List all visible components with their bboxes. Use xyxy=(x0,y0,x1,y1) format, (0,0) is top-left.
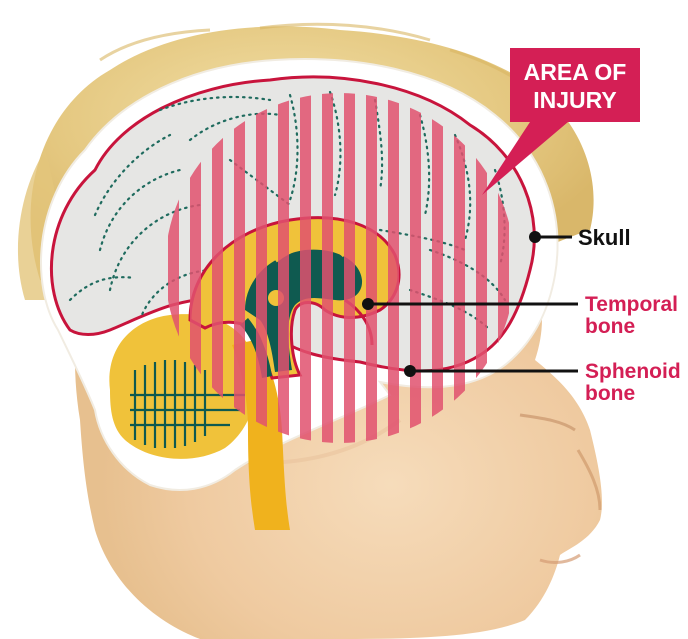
temporal-label-line-1: Temporal xyxy=(585,293,678,316)
callout-line-1: AREA OF xyxy=(524,59,627,85)
injury-stripe xyxy=(344,90,355,450)
injury-stripe xyxy=(278,90,289,450)
injury-stripe xyxy=(410,90,421,450)
injury-stripe xyxy=(366,90,377,450)
injury-stripe xyxy=(432,90,443,450)
skull-label: Skull xyxy=(578,225,631,250)
callout-line-2: INJURY xyxy=(533,87,617,113)
injury-stripe xyxy=(300,90,311,450)
temporal-label-line-2: bone xyxy=(585,315,635,338)
injury-stripe xyxy=(388,90,399,450)
injury-stripe xyxy=(234,90,245,450)
sphenoid-label-line-1: Sphenoid xyxy=(585,360,681,383)
sphenoid-label-line-2: bone xyxy=(585,382,635,405)
injury-stripe xyxy=(322,90,333,450)
injury-stripe xyxy=(256,90,267,450)
